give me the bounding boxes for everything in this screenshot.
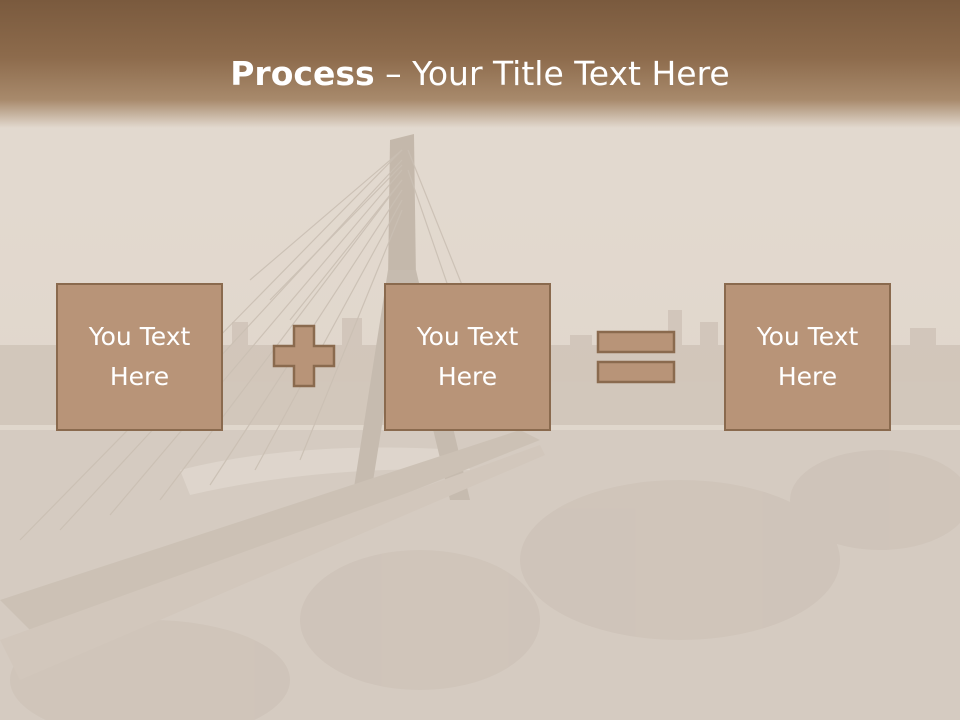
title-rest: – Your Title Text Here xyxy=(374,54,730,93)
slide-title: Process – Your Title Text Here xyxy=(0,52,960,96)
process-box-2[interactable]: You Text Here xyxy=(384,283,551,431)
title-bar xyxy=(0,0,960,128)
equals-icon xyxy=(596,330,676,384)
process-box-1[interactable]: You Text Here xyxy=(56,283,223,431)
title-bold: Process xyxy=(230,54,375,93)
process-box-3-text: You Text Here xyxy=(756,322,859,391)
process-box-2-text: You Text Here xyxy=(416,322,519,391)
process-box-1-text: You Text Here xyxy=(88,322,191,391)
process-box-3[interactable]: You Text Here xyxy=(724,283,891,431)
plus-icon xyxy=(272,324,336,388)
